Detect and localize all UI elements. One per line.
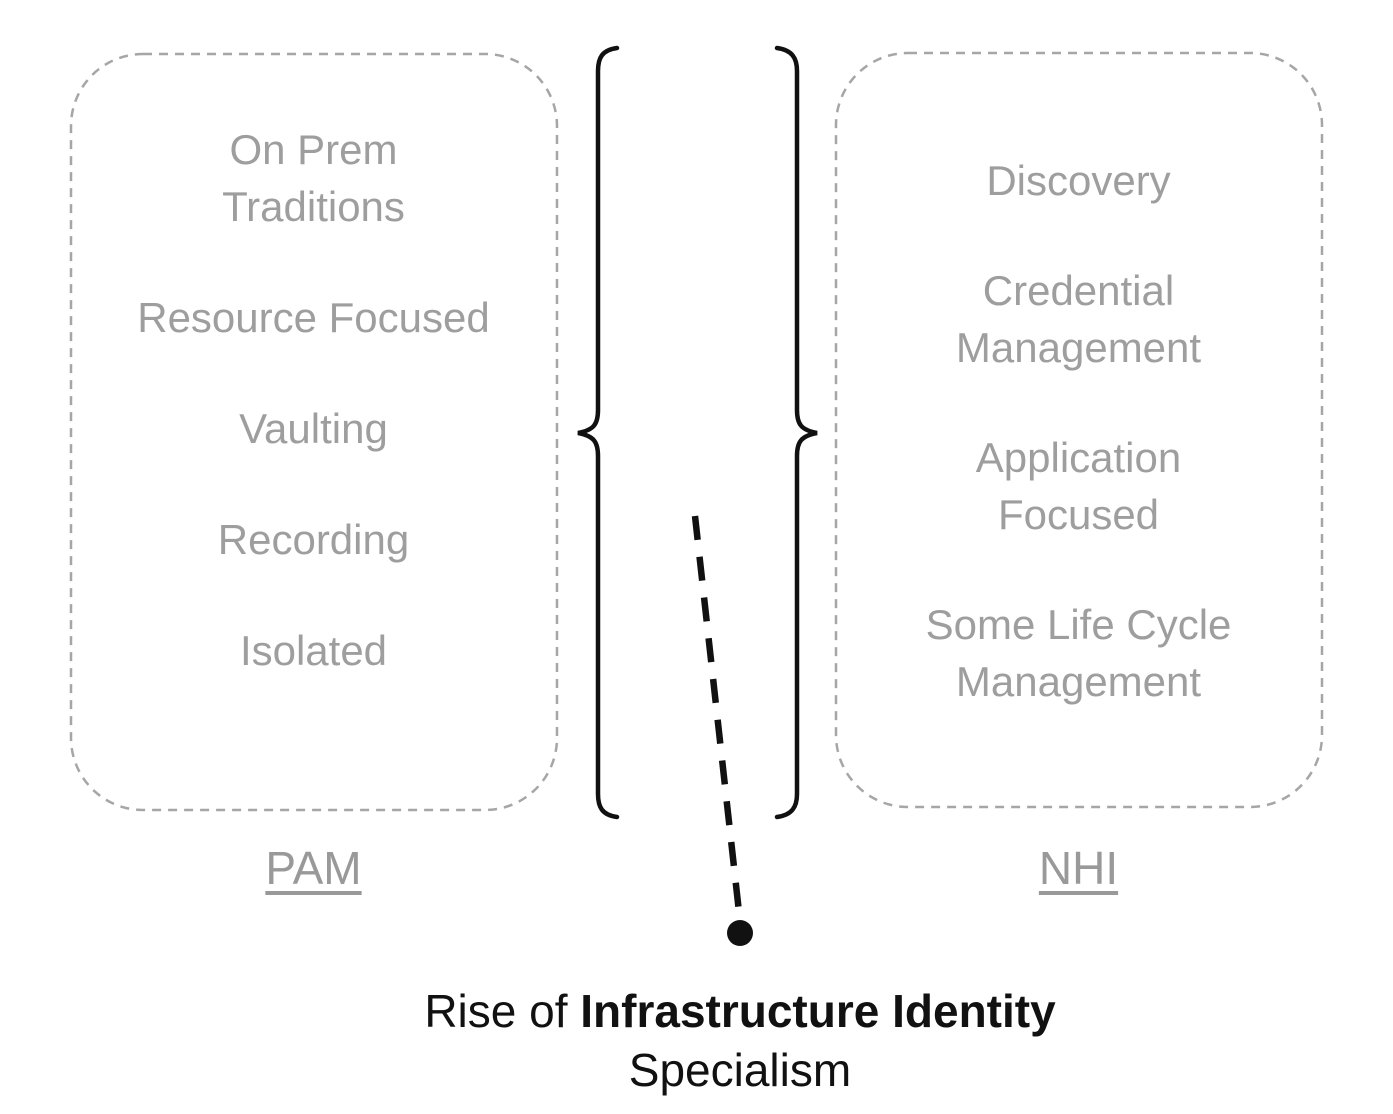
nhi-item: Discovery xyxy=(986,157,1171,204)
connector-dashed-line xyxy=(691,515,743,913)
right-brace-icon xyxy=(774,45,818,820)
pam-item: Vaulting xyxy=(239,405,388,452)
pam-label: PAM xyxy=(265,842,362,894)
nhi-label: NHI xyxy=(1038,842,1119,894)
caption: Rise of Infrastructure Identity Speciali… xyxy=(395,982,1085,1100)
pam-box: On Prem Traditions Resource Focused Vaul… xyxy=(70,53,557,810)
pam-item: Isolated xyxy=(239,627,388,674)
caption-prefix: Rise of xyxy=(424,985,581,1037)
nhi-item: Application Focused xyxy=(975,434,1182,538)
nhi-box-outline xyxy=(834,51,1324,809)
nhi-item: Some Life Cycle Management xyxy=(925,601,1232,705)
caption-bold-text: Infrastructure Identity xyxy=(580,985,1056,1037)
pam-item: Recording xyxy=(217,516,410,563)
caption-line-1: Rise of Infrastructure Identity xyxy=(395,982,1085,1041)
pam-item: On Prem Traditions xyxy=(222,126,405,230)
connector-dot-icon xyxy=(727,920,753,946)
pam-box-outline xyxy=(69,52,559,812)
caption-line-2: Specialism xyxy=(628,1044,852,1096)
pam-item: Resource Focused xyxy=(137,294,490,341)
nhi-box: Discovery Credential Management Applicat… xyxy=(835,52,1322,807)
nhi-item: Credential Management xyxy=(955,267,1202,371)
left-brace-icon xyxy=(577,45,620,820)
